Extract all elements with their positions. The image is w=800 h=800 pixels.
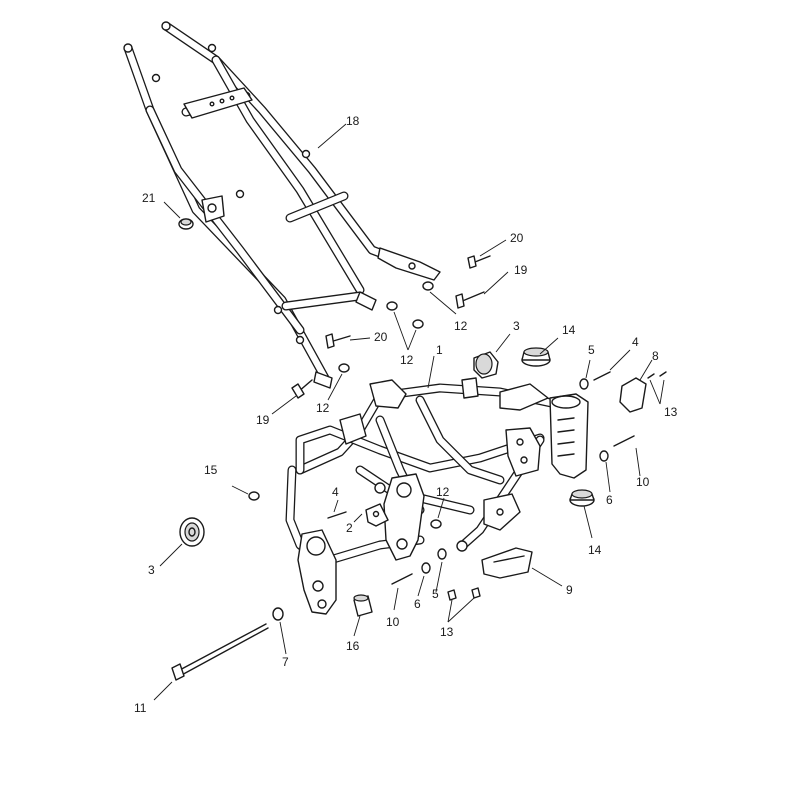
washer-5-b: [437, 548, 447, 560]
nut-12-d: [338, 363, 350, 373]
bolt-10-b: [391, 573, 413, 585]
washer-7: [272, 607, 284, 621]
washer-5-a: [579, 378, 589, 390]
callout-11: 11: [134, 701, 147, 715]
callout-4-right: 4: [632, 335, 639, 349]
callout-13-left: 13: [440, 625, 454, 639]
bolt-20-lower: [325, 333, 351, 349]
washer-6-b: [421, 562, 431, 574]
callout-14-top: 14: [562, 323, 576, 337]
callout-20-upper: 20: [510, 231, 524, 245]
screw-13-a: [647, 373, 655, 379]
callout-21: 21: [142, 191, 156, 205]
callout-10-right: 10: [636, 475, 650, 489]
nut-12-a: [422, 281, 434, 291]
bolt-19-lower: [291, 379, 313, 399]
washer-15: [248, 491, 260, 501]
callout-5-right: 5: [588, 343, 595, 357]
callout-3-top: 3: [513, 319, 520, 333]
callout-6-left: 6: [414, 597, 421, 611]
bolt-4-b: [327, 511, 347, 519]
grommet-top: [473, 351, 499, 379]
callout-7: 7: [282, 655, 289, 669]
nut-12-c: [412, 319, 424, 329]
callout-6-right: 6: [606, 493, 613, 507]
nut-12-b: [386, 301, 398, 311]
callout-9: 9: [566, 583, 573, 597]
long-bolt-11: [171, 623, 269, 681]
callout-16: 16: [346, 639, 360, 653]
rear-subframe: [123, 21, 441, 389]
callout-3-left: 3: [148, 563, 155, 577]
callout-12-d: 12: [436, 485, 450, 499]
callout-12-b: 12: [400, 353, 414, 367]
bolt-10-a: [613, 435, 635, 447]
callout-8: 8: [652, 349, 659, 363]
callout-19-lower: 19: [256, 413, 270, 427]
bracket-2: [365, 503, 389, 527]
bracket-9: [481, 547, 533, 579]
bolt-4-a: [593, 371, 611, 381]
callout-20-lower: 20: [374, 330, 388, 344]
plug-21: [178, 218, 194, 230]
spacer-16: [353, 594, 373, 617]
screw-13-d: [471, 587, 481, 599]
callout-1: 1: [436, 343, 443, 357]
callout-12-a: 12: [454, 319, 468, 333]
callout-4-left: 4: [332, 485, 339, 499]
callout-14-bottom: 14: [588, 543, 602, 557]
nut-12-e: [430, 519, 442, 529]
callout-13-right: 13: [664, 405, 678, 419]
callout-19-upper: 19: [514, 263, 528, 277]
grommet-left: [179, 517, 205, 547]
bolt-20-upper: [467, 255, 491, 269]
callout-5-left: 5: [432, 587, 439, 601]
rubber-mount-top: [521, 347, 551, 367]
washer-6-a: [599, 450, 609, 462]
main-frame: [285, 377, 589, 615]
callout-labels: 1 2 3 3 4 4 5 5 6 6 7 8 9 10 10 11 12 12…: [134, 114, 678, 715]
bolt-19-upper: [455, 291, 485, 309]
callout-2: 2: [346, 521, 353, 535]
screw-13-c: [447, 589, 457, 601]
callout-15: 15: [204, 463, 218, 477]
screw-13-b: [659, 371, 667, 377]
rubber-mount-bottom: [569, 489, 595, 507]
callout-10-left: 10: [386, 615, 400, 629]
callout-12-c: 12: [316, 401, 330, 415]
callout-18: 18: [346, 114, 360, 128]
cover-8: [619, 377, 647, 413]
leader-lines: [153, 123, 665, 701]
